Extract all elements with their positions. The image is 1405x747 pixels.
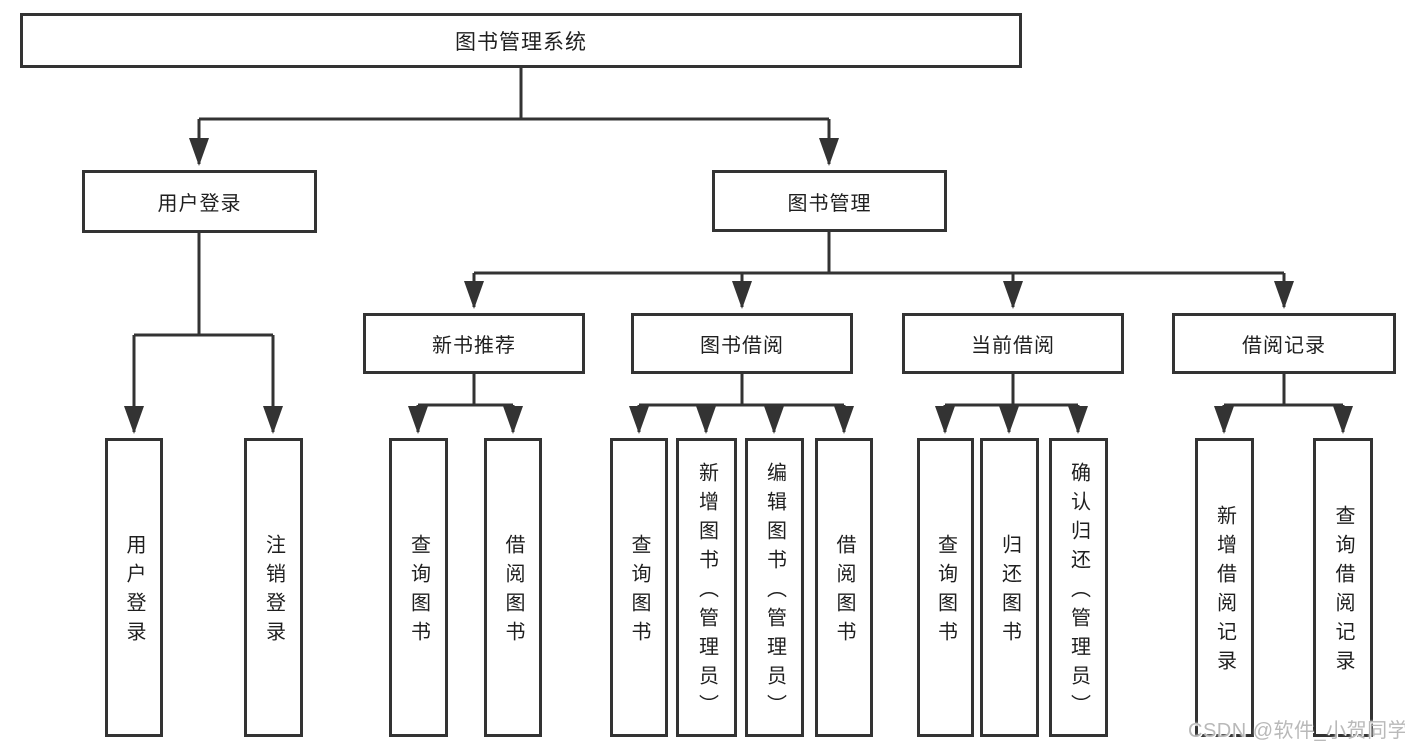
node-new-book-rec-label: 新书推荐	[432, 335, 516, 357]
node-leaf-query-book-2: 查询图书	[610, 438, 668, 737]
node-leaf-edit-book: 编辑图书（管理员）	[745, 438, 804, 737]
node-user-login-label: 用户登录	[157, 193, 242, 215]
node-user-login: 用户登录	[82, 170, 317, 233]
node-current-borrow-label: 当前借阅	[971, 335, 1055, 357]
node-leaf-borrow-book-1-label: 借阅图书	[502, 534, 524, 650]
node-leaf-borrow-book-2-label: 借阅图书	[833, 534, 855, 650]
node-leaf-confirm-return: 确认归还（管理员）	[1049, 438, 1108, 737]
node-leaf-query-borrow-record-label: 查询借阅记录	[1332, 505, 1354, 679]
node-leaf-query-book-2-label: 查询图书	[628, 534, 650, 650]
node-leaf-add-borrow-record-label: 新增借阅记录	[1213, 505, 1236, 679]
node-borrow-records: 借阅记录	[1172, 313, 1396, 374]
node-leaf-query-borrow-record: 查询借阅记录	[1313, 438, 1373, 737]
node-leaf-add-book-label: 新增图书（管理员）	[695, 461, 718, 723]
node-leaf-user-login: 用户登录	[105, 438, 163, 737]
node-root-label: 图书管理系统	[455, 30, 587, 54]
node-leaf-add-book: 新增图书（管理员）	[676, 438, 737, 737]
node-leaf-logout-label: 注销登录	[262, 534, 285, 650]
node-leaf-query-book-1: 查询图书	[389, 438, 448, 737]
node-leaf-return-book: 归还图书	[980, 438, 1039, 737]
node-leaf-borrow-book-2: 借阅图书	[815, 438, 873, 737]
node-leaf-borrow-book-1: 借阅图书	[484, 438, 542, 737]
node-book-borrow: 图书借阅	[631, 313, 853, 374]
node-new-book-rec: 新书推荐	[363, 313, 585, 374]
node-book-mgmt: 图书管理	[712, 170, 947, 232]
node-leaf-add-borrow-record: 新增借阅记录	[1195, 438, 1254, 737]
node-book-borrow-label: 图书借阅	[700, 335, 784, 357]
node-leaf-return-book-label: 归还图书	[998, 534, 1021, 650]
node-root: 图书管理系统	[20, 13, 1022, 68]
node-leaf-query-book-1-label: 查询图书	[407, 534, 430, 650]
node-book-mgmt-label: 图书管理	[787, 192, 872, 215]
node-leaf-user-login-label: 用户登录	[123, 534, 145, 650]
node-leaf-query-book-3-label: 查询图书	[934, 534, 957, 650]
csdn-watermark: CSDN @软件_小贺同学	[1188, 720, 1405, 742]
node-borrow-records-label: 借阅记录	[1242, 335, 1326, 357]
node-leaf-confirm-return-label: 确认归还（管理员）	[1067, 461, 1090, 723]
node-current-borrow: 当前借阅	[902, 313, 1124, 374]
node-leaf-query-book-3: 查询图书	[917, 438, 974, 737]
node-leaf-logout: 注销登录	[244, 438, 303, 737]
node-leaf-edit-book-label: 编辑图书（管理员）	[763, 461, 786, 723]
